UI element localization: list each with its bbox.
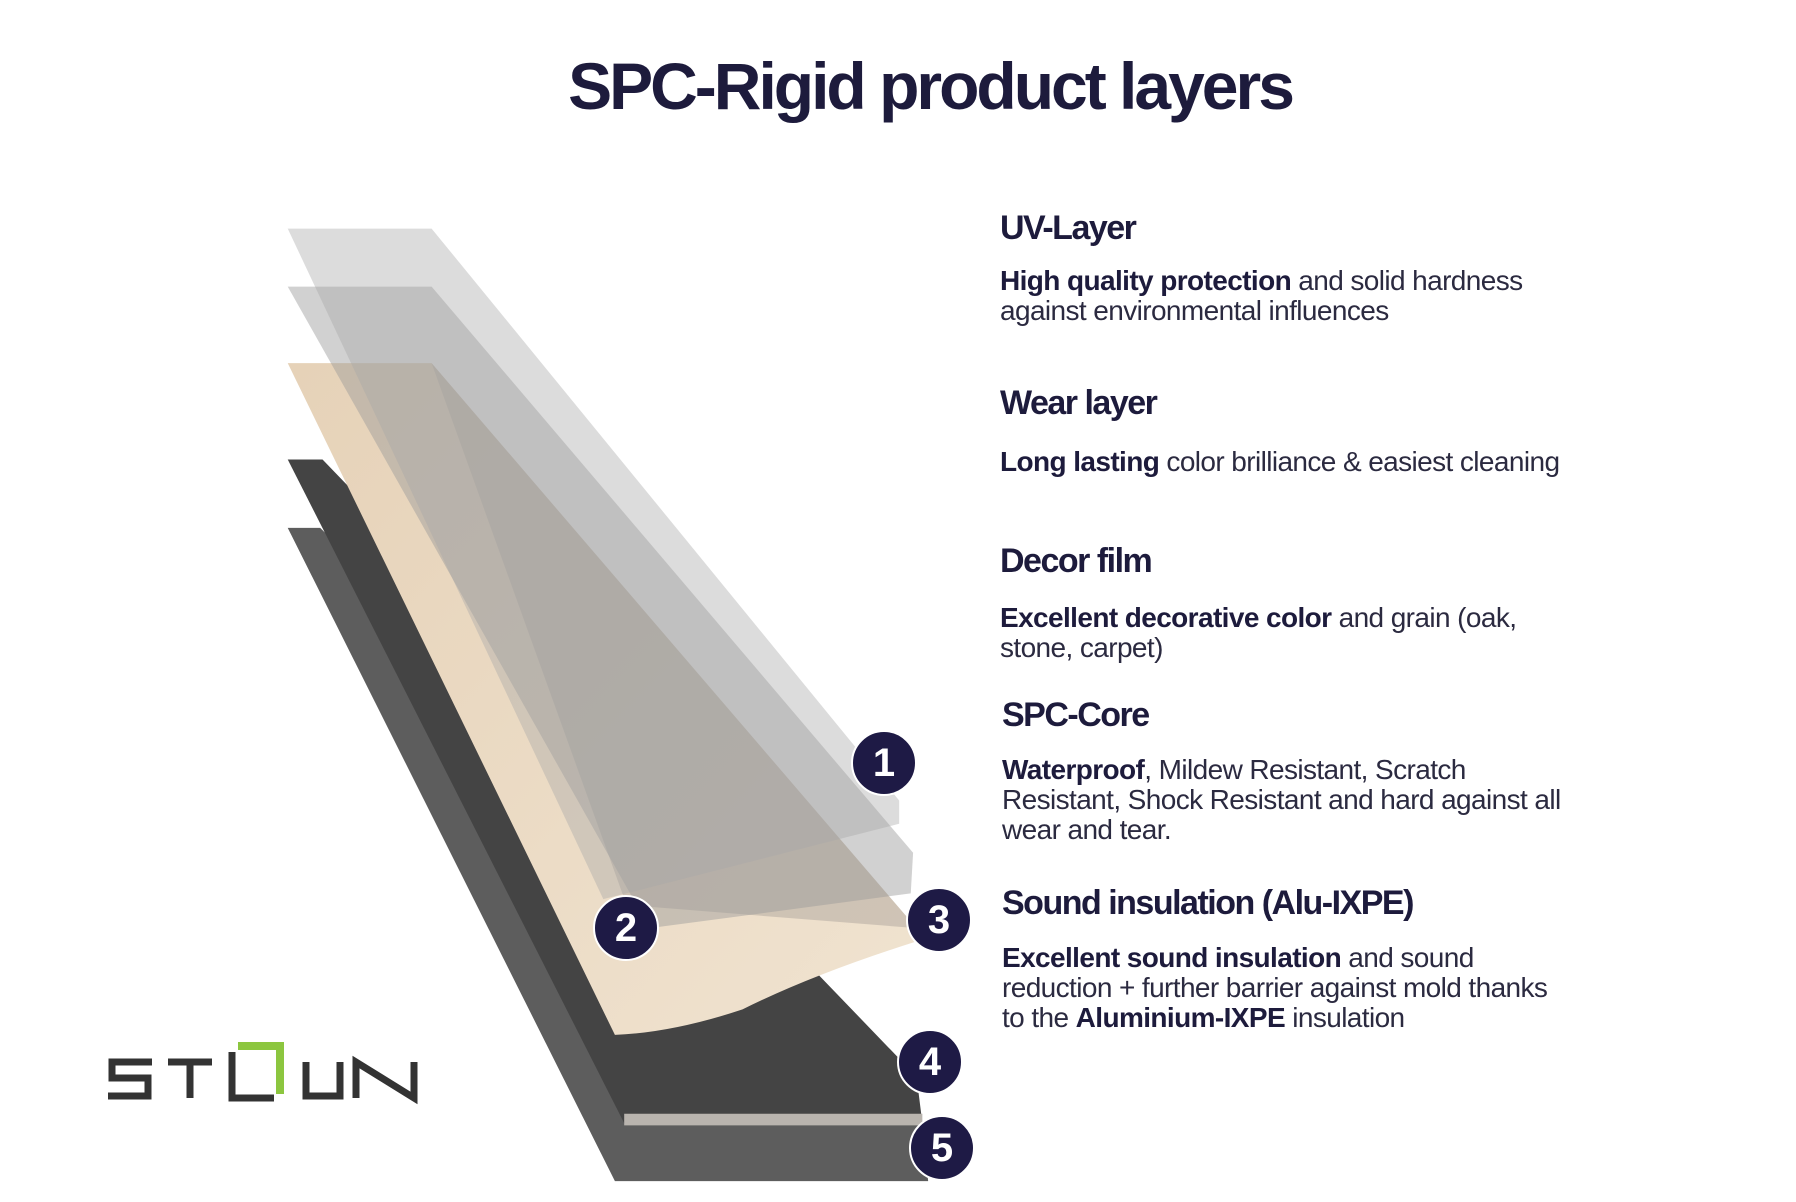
layer-description-decor: Decor film Excellent decorative color an… — [1000, 541, 1560, 663]
layer-text-bold: Aluminium-IXPE — [1075, 1002, 1286, 1033]
layer-text: Excellent sound insulation and sound red… — [1002, 943, 1562, 1033]
layer-text-bold: Excellent sound insulation — [1002, 942, 1342, 973]
layer-text-body: and solid hardness against environmental… — [1000, 265, 1523, 326]
layer-heading: UV-Layer — [1000, 209, 1137, 247]
layer-text-bold: Long lasting — [1000, 446, 1160, 477]
layer-text-bold: Excellent decorative color — [1000, 602, 1332, 633]
layer-3-decor-film — [287, 363, 917, 1035]
layer-heading: Sound insulation (Alu-IXPE) — [1002, 884, 1414, 922]
layer-text: Waterproof, Mildew Resistant, Scratch Re… — [1002, 755, 1562, 845]
layer-text-body: and grain (oak, stone, carpet) — [1000, 602, 1517, 663]
stoun-logo — [108, 1042, 418, 1105]
layer-badge-5: 5 — [909, 1115, 975, 1181]
layer-text-bold: High quality protection — [1000, 265, 1292, 296]
layer-heading: Decor film — [1000, 542, 1153, 580]
layer-text: High quality protection and solid hardne… — [1000, 266, 1560, 326]
layer-badge-4: 4 — [897, 1029, 963, 1095]
layer-text-body: , Mildew Resistant, Scratch Resistant, S… — [1002, 754, 1561, 845]
layer-text: Long lasting color brilliance & easiest … — [1000, 447, 1560, 477]
layer-heading: Wear layer — [1000, 384, 1158, 422]
layer-description-wear: Wear layer Long lasting color brilliance… — [1000, 383, 1560, 477]
layer-badge-3: 3 — [906, 887, 972, 953]
layer-text-bold: Waterproof — [1002, 754, 1145, 785]
layer-heading: SPC-Core — [1002, 696, 1150, 734]
layer-text-body: color brilliance & easiest cleaning — [1159, 446, 1560, 477]
layer-1-uv-layer — [287, 228, 900, 900]
layer-description-sound: Sound insulation (Alu-IXPE) Excellent so… — [1002, 883, 1562, 1033]
layer-2-wear-layer — [287, 286, 914, 929]
layer-text-body: insulation — [1285, 1002, 1405, 1033]
layer-description-core: SPC-Core Waterproof, Mildew Resistant, S… — [1002, 695, 1562, 845]
layer-badge-2: 2 — [593, 895, 659, 961]
layer-text: Excellent decorative color and grain (oa… — [1000, 603, 1560, 663]
layer-text-body: and sound reduction + further barrier ag… — [1002, 942, 1548, 1033]
page-title: SPC-Rigid product layers — [568, 49, 1295, 123]
layer-badge-1: 1 — [851, 730, 917, 796]
layer-description-uv: UV-Layer High quality protection and sol… — [1000, 208, 1560, 326]
